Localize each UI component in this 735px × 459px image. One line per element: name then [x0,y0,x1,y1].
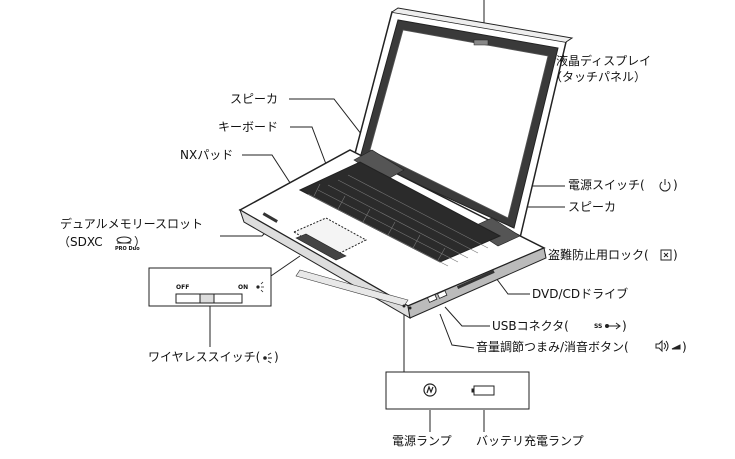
touchpad [292,217,368,257]
label-wireless: ワイヤレススイッチ( [148,350,261,364]
label-display: 液晶ディスプレイ [556,54,652,68]
label-memory-slot-close: ） [134,235,147,249]
usb-port-1 [427,294,438,303]
label-security-lock-close: ) [673,248,678,262]
label-speaker-left: スピーカ [230,92,279,106]
touchpad-buttons [295,233,347,261]
usb-logo: SS [594,323,603,330]
label-security-lock: 盗難防止用ロック( [548,248,649,262]
label-usb: USBコネクタ( [492,319,569,333]
label-battery-lamp: バッテリ充電ランプ [476,434,584,448]
label-volume: 音量調節つまみ/消音ボタン( [476,340,629,354]
label-power-switch-close: ) [673,178,678,192]
battery-icon [471,385,495,396]
label-nxpad: NXパッド [180,148,234,162]
keyboard-keys [307,174,489,267]
led-2 [408,306,412,310]
led-1 [402,304,406,308]
dvd-slot [456,270,495,290]
label-memory-slot-sub: （SDXC [58,235,103,249]
label-icons [116,179,681,364]
label-dvd: DVD/CDドライブ [532,287,629,301]
label-power-switch: 電源スイッチ( [568,178,645,192]
memory-slot [262,212,278,223]
wireless-on-label: ON [238,284,249,291]
laptop-base [238,149,547,319]
webcam [473,39,489,46]
label-volume-close: ) [682,340,687,354]
lock-icon [660,249,672,261]
leader-lines [209,0,565,432]
sd-logo-sub: PRO Duo [115,246,140,252]
label-wireless-close: ) [274,350,279,364]
keyboard-area [298,161,502,267]
label-usb-close: ) [622,319,627,333]
power-lamp-icon [423,383,437,397]
lamps-inset [385,371,530,410]
indicator-leds [402,304,412,310]
leader-wireless-inset [267,255,301,279]
label-keyboard: キーボード [218,120,279,134]
screen-panel [369,29,549,219]
label-memory-slot: デュアルメモリースロット [60,217,204,231]
leader-volume [439,313,475,349]
palmrest-strip [295,269,409,307]
label-speaker-right: スピーカ [568,200,617,214]
front-ports [262,212,495,303]
label-power-lamp: 電源ランプ [392,434,452,448]
sd-logo-icon [116,236,132,244]
leader-usb [444,306,490,327]
wireless-icon [263,352,272,364]
base-side [407,247,547,319]
usb-port-2 [437,290,448,299]
wireless-off-label: OFF [176,284,190,291]
power-icon [659,179,671,192]
leader-speaker-left [289,98,373,149]
usb-icon [605,322,621,330]
touchpad-area [292,217,368,261]
wireless-inset [148,267,272,307]
leader-keyboard [290,126,333,181]
label-display-sub: （タッチパネル） [550,70,647,84]
lamps-inset-box [385,371,530,410]
wireless-switch-knob [199,293,215,304]
lid-back-edge [391,7,574,43]
speaker-icon [655,339,681,353]
wireless-icon-inset [256,281,264,293]
